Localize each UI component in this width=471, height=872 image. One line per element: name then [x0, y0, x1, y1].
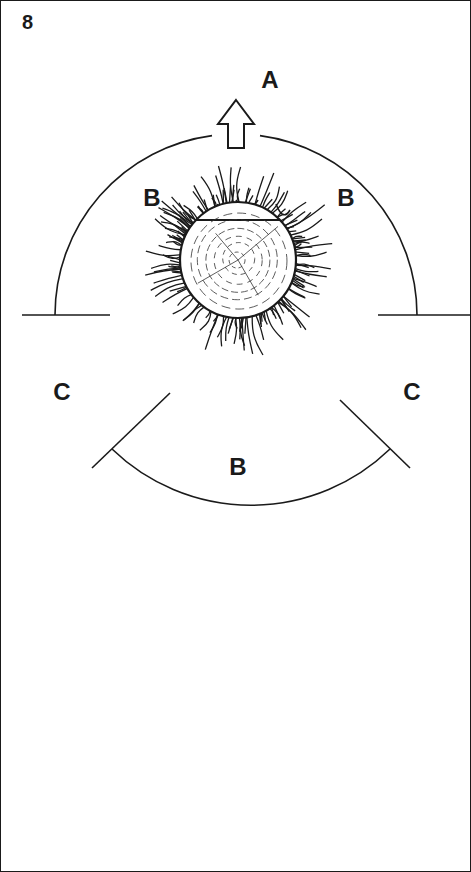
root-flare-stroke — [242, 316, 244, 351]
root-flare-stroke — [146, 251, 182, 256]
divider-line — [378, 314, 471, 316]
root-flare-stroke — [201, 177, 215, 209]
root-flare-stroke — [230, 167, 233, 204]
root-flare-stroke — [276, 301, 301, 328]
figure-number: 8 — [22, 12, 33, 32]
heart-crack — [216, 233, 238, 260]
root-flare-stroke — [180, 219, 190, 230]
root-flare-stroke — [294, 252, 327, 256]
root-flare-stroke — [285, 212, 311, 229]
root-flare-stroke — [155, 283, 187, 297]
divider-line — [22, 314, 110, 316]
root-flare-stroke — [285, 205, 324, 230]
root-flare-stroke — [245, 189, 250, 204]
heart-crack — [198, 260, 238, 283]
root-flare-stroke — [295, 263, 309, 267]
root-flare-stroke — [194, 185, 210, 211]
root-flare-stroke — [223, 190, 225, 205]
root-flare-stroke — [154, 268, 183, 272]
root-flare-stroke — [228, 317, 233, 334]
root-flare-stroke — [167, 235, 183, 244]
root-flare-stroke — [154, 275, 184, 283]
root-notch — [276, 204, 290, 215]
root-flare-stroke — [200, 309, 211, 330]
root-flare-stroke — [232, 185, 234, 203]
root-flare-stroke — [183, 301, 201, 320]
root-flare-stroke — [221, 315, 228, 346]
stump-cross-section — [145, 166, 332, 355]
root-flare-stroke — [151, 264, 182, 268]
growth-ring — [191, 213, 287, 309]
divider-line — [340, 400, 410, 468]
root-flare-stroke — [292, 278, 304, 286]
sector-label: B — [143, 186, 160, 210]
root-flare-stroke — [170, 286, 188, 291]
root-flare-stroke — [255, 313, 264, 340]
root-flare-stroke — [247, 315, 253, 354]
root-flare-stroke — [294, 247, 313, 249]
root-flare-stroke — [237, 167, 241, 204]
root-flare-stroke — [293, 244, 332, 251]
heart-crack — [238, 226, 278, 260]
sector-arc — [112, 449, 390, 505]
notch-line — [196, 219, 280, 221]
growth-ring — [197, 220, 277, 300]
sector-label: C — [53, 380, 70, 404]
root-flare-stroke — [277, 300, 306, 330]
divider-line — [92, 393, 170, 468]
trunk-face — [180, 202, 296, 318]
root-flare-stroke — [217, 314, 223, 337]
root-flare-stroke — [183, 302, 200, 321]
root-flare-stroke — [284, 220, 298, 226]
root-flare-stroke — [159, 245, 183, 249]
direction-arrow — [218, 100, 254, 148]
root-flare-stroke — [205, 313, 219, 350]
root-flare-stroke — [179, 215, 191, 228]
direction-label: A — [261, 68, 278, 92]
root-flare-stroke — [293, 270, 327, 276]
root-flare-stroke — [174, 225, 187, 235]
sector-label: C — [403, 380, 420, 404]
sector-label: B — [337, 186, 354, 210]
root-flare-stroke — [274, 305, 281, 319]
root-flare-stroke — [266, 309, 284, 340]
root-flare-stroke — [259, 173, 273, 208]
root-flare-stroke — [218, 166, 226, 205]
heart-crack — [238, 260, 258, 295]
growth-ring — [229, 252, 245, 268]
root-flare-stroke — [283, 295, 292, 307]
root-flare-stroke — [287, 288, 306, 299]
root-flare-stroke — [234, 316, 236, 344]
root-flare-stroke — [229, 186, 230, 204]
sector-label: B — [229, 455, 246, 479]
root-flare-stroke — [245, 316, 246, 333]
